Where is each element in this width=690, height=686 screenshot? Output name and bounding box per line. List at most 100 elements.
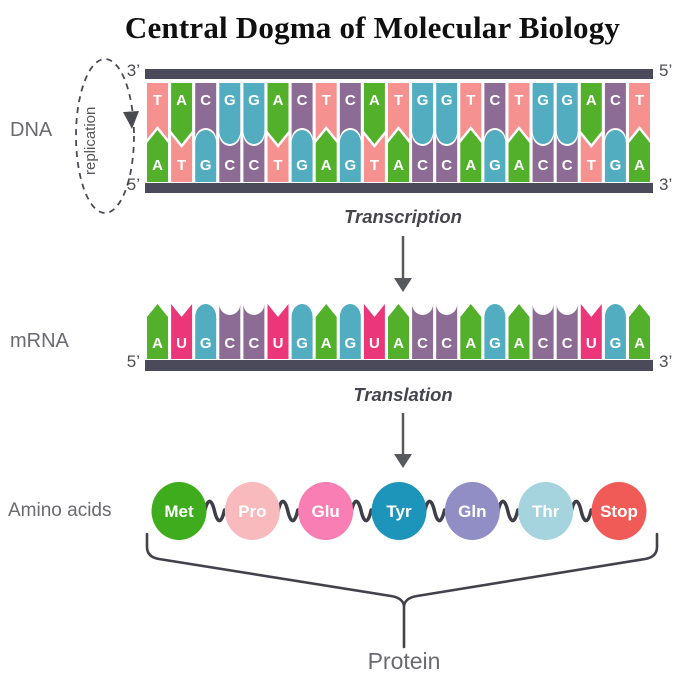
mrna-tile-letter: C — [248, 335, 259, 352]
translation-label: Translation — [353, 384, 453, 405]
peptide-bond-squiggle — [422, 499, 447, 523]
dna-bottom-tile — [460, 130, 482, 182]
mrna-tile-letter: A — [634, 335, 645, 352]
dna-top-tile — [629, 83, 650, 139]
peptide-bond-squiggle — [202, 499, 227, 523]
mrna-tile — [243, 304, 265, 359]
dna-top-tile — [195, 83, 217, 139]
dna-top-tile — [267, 83, 289, 144]
dna-bottom-tile-letter: A — [465, 157, 476, 174]
dna-bottom-left-end: 5’ — [126, 175, 140, 194]
dna-bottom-tile-letter: T — [177, 157, 186, 174]
dna-top-tile — [291, 83, 313, 139]
amino-acid-circle — [298, 482, 354, 540]
dna-bottom-tile-letter: T — [370, 157, 379, 174]
dna-top-tile-letter: T — [466, 92, 475, 109]
dna-top-tile — [219, 83, 241, 144]
dna-top-tile-letter: G — [441, 92, 453, 109]
dna-bottom-tile-letter: C — [224, 157, 235, 174]
dna-bottom-tile-letter: G — [200, 157, 212, 174]
mrna-tile — [267, 304, 289, 359]
dna-top-tile — [508, 83, 530, 139]
dna-top-backbone — [145, 69, 653, 79]
dna-bottom-tile-letter: A — [634, 157, 645, 174]
mrna-tile-letter: U — [176, 335, 187, 352]
peptide-bond-squiggle — [276, 499, 300, 523]
mrna-tile-letter: A — [465, 335, 476, 352]
mrna-tile-letter: A — [393, 335, 404, 352]
dna-top-tile-letter: T — [153, 92, 162, 109]
dna-top-tile — [532, 83, 554, 144]
mrna-tile-letter: C — [441, 335, 452, 352]
dna-bottom-tile-letter: C — [562, 157, 573, 174]
dna-top-tile — [412, 83, 434, 144]
mrna-tile-letter: G — [296, 335, 308, 352]
mrna-tile-letter: A — [321, 335, 332, 352]
mrna-tile — [363, 304, 385, 359]
amino-acid-circle — [518, 482, 574, 540]
dna-top-tile-letter: C — [200, 92, 211, 109]
dna-bottom-tile — [436, 135, 458, 182]
dna-bottom-tile — [580, 135, 602, 182]
amino-acid-circle — [444, 482, 500, 540]
dna-bottom-tile-letter: C — [248, 157, 259, 174]
protein-label: Protein — [367, 648, 441, 674]
dna-top-tile — [388, 83, 409, 139]
dna-bottom-tile — [556, 135, 578, 182]
dna-top-tile-letter: A — [273, 92, 284, 109]
dna-bottom-tile-letter: C — [538, 157, 549, 174]
dna-bottom-tile-letter: T — [273, 157, 282, 174]
mrna-right-end: 3’ — [659, 352, 673, 371]
transcription-label: Transcription — [344, 206, 462, 227]
dna-bottom-tile-letter: A — [152, 157, 163, 174]
mrna-tile — [339, 304, 361, 359]
dna-bottom-tile — [219, 135, 241, 182]
dna-top-tile-letter: T — [322, 92, 331, 109]
amino-acid-circle — [151, 482, 207, 540]
replication-loop-icon — [75, 58, 135, 214]
dna-label: DNA — [10, 119, 53, 141]
amino-acid-name: Pro — [238, 502, 266, 521]
mrna-tile — [604, 304, 626, 359]
dna-bottom-tile-letter: G — [610, 157, 622, 174]
mrna-tile — [532, 304, 554, 359]
dna-top-tile-letter: G — [537, 92, 549, 109]
dna-top-tile-letter: T — [635, 92, 644, 109]
amino-acid-circle — [591, 482, 647, 540]
dna-bottom-tile — [243, 135, 265, 182]
dna-top-right-end: 5’ — [659, 61, 673, 80]
amino-acid-circle — [224, 482, 280, 540]
mrna-tile — [291, 304, 313, 359]
mrna-tile-letter: C — [224, 335, 235, 352]
dna-top-tile — [243, 83, 265, 144]
dna-bottom-backbone — [145, 183, 653, 193]
dna-bottom-tile — [195, 130, 217, 182]
transcription-arrowhead-icon — [394, 278, 412, 292]
dna-top-tile-letter: C — [345, 92, 356, 109]
mrna-backbone — [145, 360, 653, 371]
amino-acid-name: Tyr — [386, 502, 412, 521]
dna-bottom-tile-letter: A — [514, 157, 525, 174]
dna-bottom-tile — [412, 135, 434, 182]
dna-bottom-tile — [339, 130, 361, 182]
mrna-tile-letter: G — [489, 335, 501, 352]
dna-top-tile-letter: G — [248, 92, 260, 109]
dna-top-tile-letter: T — [394, 92, 403, 109]
dna-top-tile-letter: C — [489, 92, 500, 109]
dna-bottom-tile — [291, 130, 313, 182]
dna-bottom-tile-letter: C — [417, 157, 428, 174]
dna-bottom-tile — [315, 130, 337, 182]
mrna-tile-letter: C — [562, 335, 573, 352]
dna-top-tile-letter: G — [224, 92, 236, 109]
mrna-tile — [508, 304, 530, 359]
mrna-tile — [195, 304, 217, 359]
amino-acid-name: Stop — [600, 502, 638, 521]
dna-bottom-tile-letter: T — [587, 157, 596, 174]
mrna-left-end: 5’ — [126, 352, 140, 371]
